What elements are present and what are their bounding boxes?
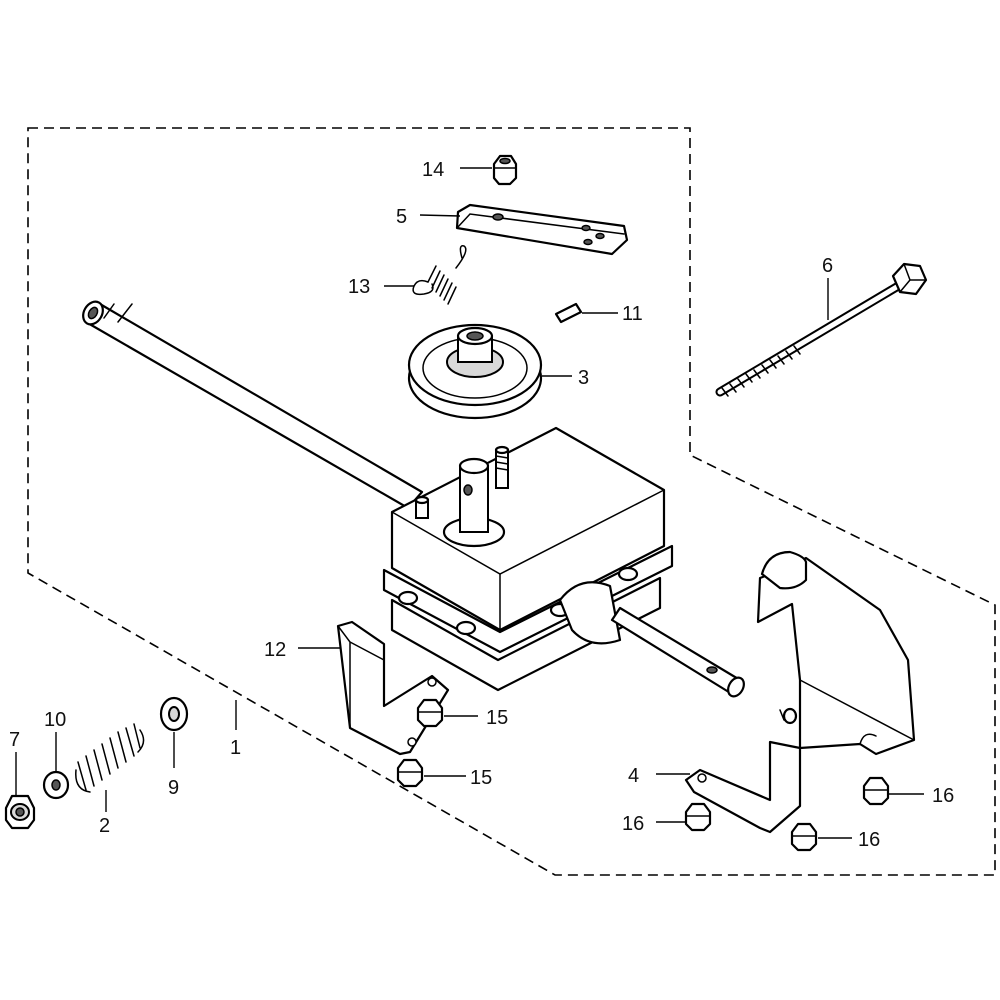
- callout-9: 9: [168, 777, 179, 799]
- callout-13: 13: [348, 276, 370, 298]
- callout-1: 1: [230, 737, 241, 759]
- part-pulley: [407, 323, 543, 420]
- part-flange-nut: [4, 794, 36, 830]
- part-nut-16c: [790, 822, 818, 852]
- part-washer-9: [159, 696, 189, 732]
- callout-12: 12: [264, 639, 286, 661]
- callout-2: 2: [99, 815, 110, 837]
- part-nut-top: [492, 154, 518, 186]
- callout-14: 14: [422, 159, 444, 181]
- part-gearbox: [382, 426, 674, 692]
- callout-labels: 14 5 13 11 3 6 12 15 15 4 16 16 16 1 7 1…: [9, 159, 954, 851]
- part-tension-spring: [412, 245, 467, 305]
- part-bolt: [715, 262, 928, 397]
- callout-4: 4: [628, 765, 639, 787]
- callout-16-right: 16: [932, 785, 954, 807]
- part-plate: [455, 203, 629, 256]
- part-nut-16b: [684, 802, 712, 832]
- callout-16-left: 16: [622, 813, 644, 835]
- callout-10: 10: [44, 709, 66, 731]
- callout-15-upper: 15: [486, 707, 508, 729]
- part-washer-10: [42, 770, 70, 800]
- callout-16-bottom: 16: [858, 829, 880, 851]
- part-compression-spring: [75, 723, 145, 793]
- callout-15-lower: 15: [470, 767, 492, 789]
- part-nut-15a: [416, 698, 444, 728]
- part-output-shaft: [610, 606, 745, 698]
- part-nut-15b: [396, 758, 424, 788]
- part-nut-16a: [862, 776, 890, 806]
- part-drive-shaft: [82, 300, 424, 510]
- leader-lines: [15, 167, 924, 839]
- callout-7: 7: [9, 729, 20, 751]
- assembly-boundary: [27, 127, 996, 876]
- callout-11: 11: [622, 303, 643, 325]
- callout-3: 3: [578, 367, 589, 389]
- callout-5: 5: [396, 206, 407, 228]
- part-belt-guard: [684, 550, 916, 834]
- part-key: [554, 302, 583, 324]
- callout-6: 6: [822, 255, 833, 277]
